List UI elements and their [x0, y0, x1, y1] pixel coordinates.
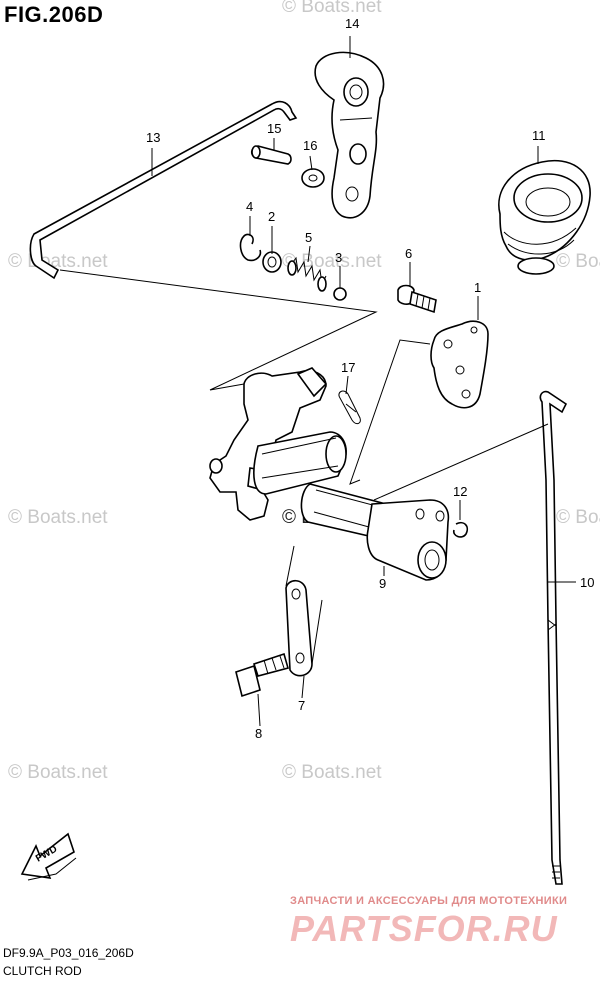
figure-caption: CLUTCH ROD — [3, 964, 82, 978]
callout-5: 5 — [305, 230, 312, 245]
part-10-clutch-rod — [539, 390, 568, 885]
figure-code: DF9.9A_P03_016_206D — [3, 946, 134, 960]
part-9-shift-shaft — [209, 367, 450, 581]
callout-8: 8 — [255, 726, 262, 741]
callout-4: 4 — [246, 199, 253, 214]
callout-12: 12 — [453, 484, 467, 499]
callout-15: 15 — [267, 121, 281, 136]
part-14-lever — [314, 51, 385, 219]
callouts: 14 11 13 15 16 4 2 5 3 6 1 17 12 9 10 7 … — [146, 16, 594, 741]
callout-9: 9 — [379, 576, 386, 591]
callout-16: 16 — [303, 138, 317, 153]
callout-14: 14 — [345, 16, 359, 31]
watermark: © Boats.net — [282, 0, 382, 17]
part-4-circlip — [239, 233, 262, 262]
part-16-washer — [301, 168, 325, 188]
callout-17: 17 — [341, 360, 355, 375]
watermark: © Boats.net — [282, 762, 382, 783]
guide-lines — [59, 269, 549, 665]
watermark: © Boats.net — [556, 507, 600, 528]
callout-2: 2 — [268, 209, 275, 224]
callout-11: 11 — [532, 128, 546, 143]
watermark: © Boats.net — [8, 762, 108, 783]
part-15-pin — [250, 145, 292, 165]
callout-1: 1 — [474, 280, 481, 295]
promo-tagline: ЗАПЧАСТИ И АКСЕССУАРЫ ДЛЯ МОТОТЕХНИКИ — [290, 895, 568, 907]
promo-brand: PARTSFOR.RU — [290, 908, 558, 949]
part-2-washer — [262, 251, 282, 273]
part-12-snap-ring — [452, 521, 469, 538]
part-8-bolt — [235, 652, 289, 698]
callout-6: 6 — [405, 246, 412, 261]
watermark: © Boats.net — [8, 507, 108, 528]
part-1-plate — [430, 320, 489, 409]
part-11-grommet — [498, 159, 591, 275]
part-5-spring — [287, 256, 327, 292]
callout-3: 3 — [335, 250, 342, 265]
watermark: © Boats.net — [282, 251, 382, 272]
part-13-rod — [29, 100, 298, 280]
watermark: © Boats.net — [556, 251, 600, 272]
part-17-clip — [338, 390, 361, 425]
callout-13: 13 — [146, 130, 160, 145]
part-3-ball — [333, 287, 347, 301]
fwd-arrow-icon: FWD — [20, 832, 77, 881]
callout-7: 7 — [298, 698, 305, 713]
part-7-link — [285, 579, 313, 677]
leader-lines — [151, 36, 576, 727]
figure-title: FIG.206D — [4, 2, 104, 27]
callout-10: 10 — [580, 575, 594, 590]
part-6-bolt — [397, 284, 437, 314]
